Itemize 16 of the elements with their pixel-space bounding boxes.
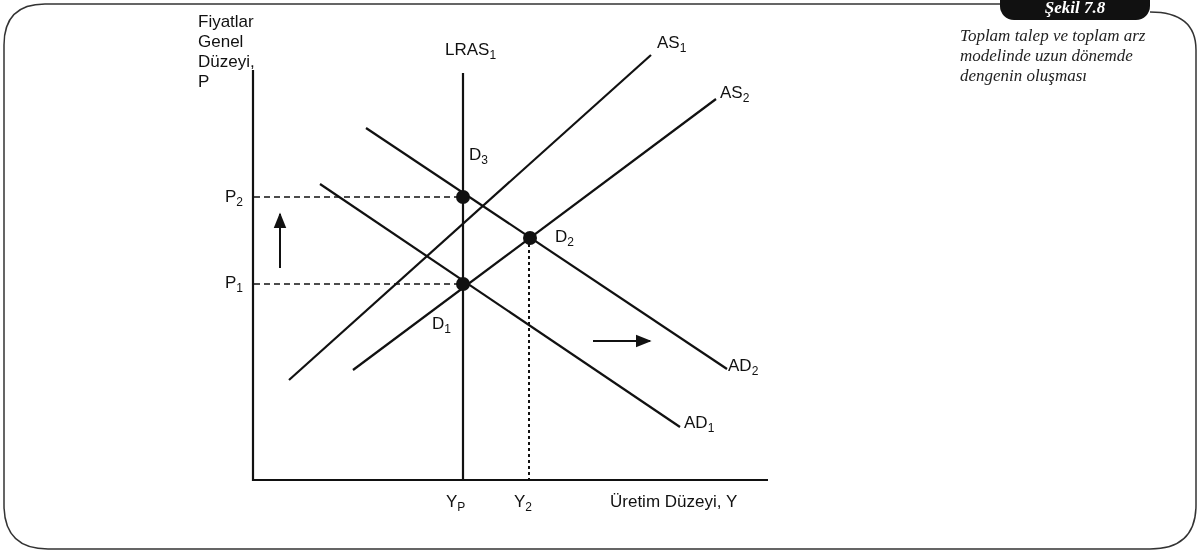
curve-label: D$_{2}$ (555, 227, 574, 247)
curve-label: D$_{3}$ (469, 145, 488, 165)
curve-label: D$_{1}$ (432, 314, 451, 334)
curve-label: P$_{1}$ (225, 273, 244, 293)
curve-label: AD$_{1}$ (684, 413, 715, 433)
figure-caption: Toplam talep ve toplam arz modelinde uzun dönemde dengenin oluşması (960, 26, 1147, 86)
axis-title: Üretim Düzeyi, Y (610, 492, 738, 512)
axis-title: Fiyatlar Genel Düzeyi, P (198, 12, 256, 92)
curve-label: AD$_{2}$ (728, 356, 759, 376)
curve-label: P$_{2}$ (225, 187, 244, 207)
curve-label: Y$_{2}$ (514, 492, 533, 512)
curve-label: Y$_{P}$ (446, 492, 466, 512)
curve-label: LRAS$_{1}$ (445, 40, 497, 60)
figure-title: Şekil 7.8 (1000, 0, 1150, 20)
curve-label: AS$_{1}$ (657, 33, 687, 53)
curve-label: AS$_{2}$ (720, 83, 750, 103)
